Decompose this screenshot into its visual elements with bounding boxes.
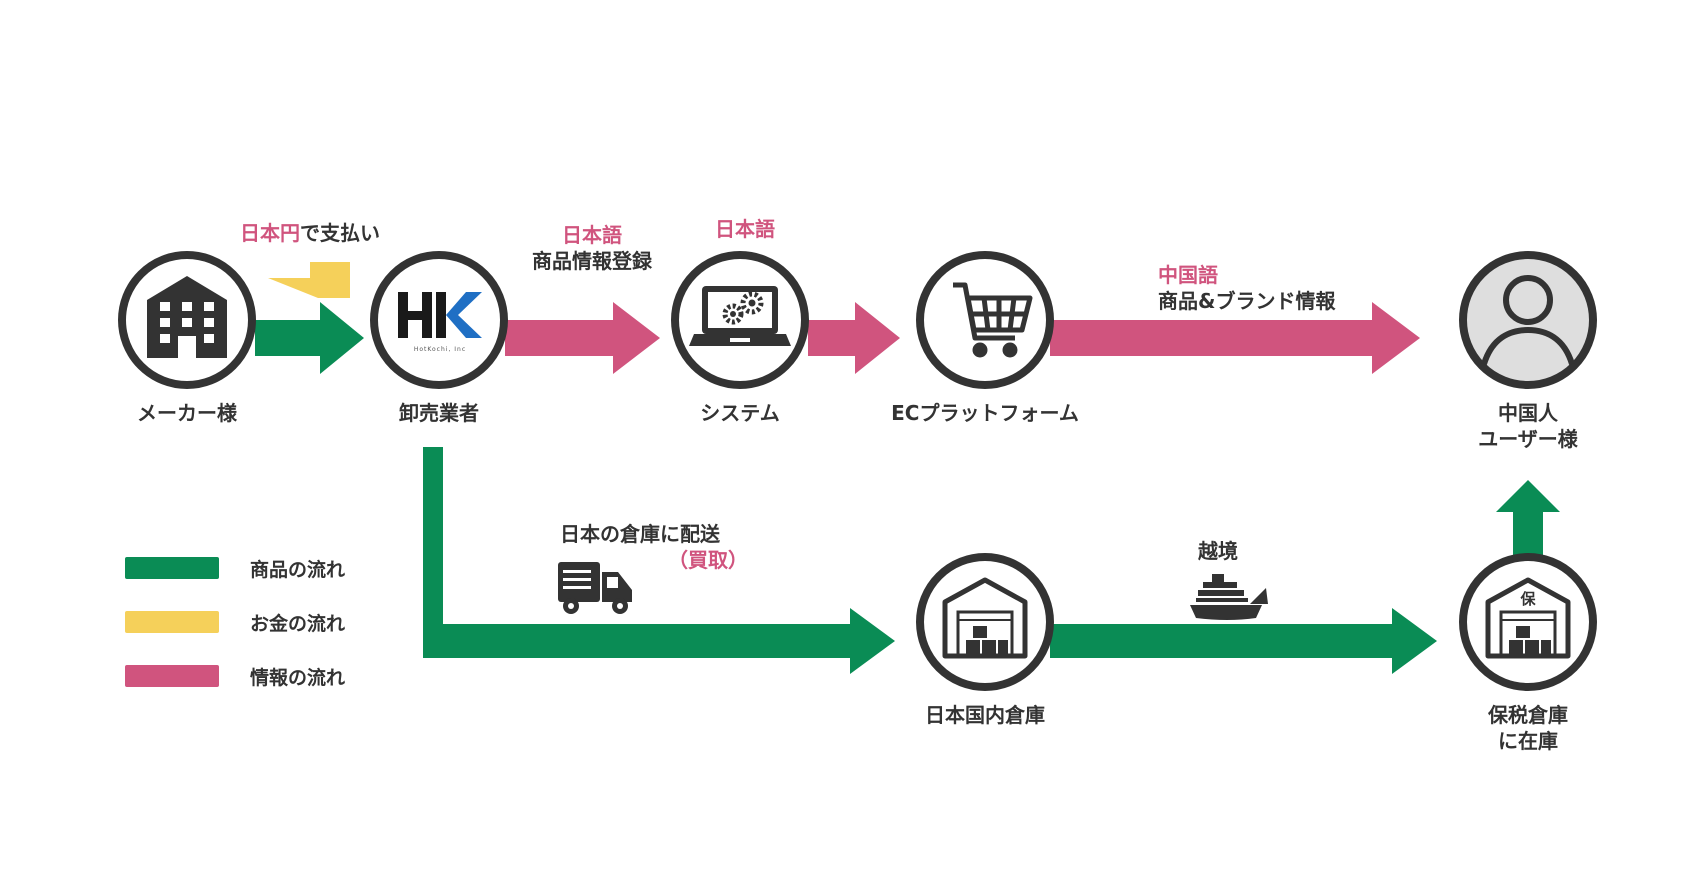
register-language: 日本語 <box>562 223 622 247</box>
legend-label-money: お金の流れ <box>250 613 346 635</box>
bonded-warehouse-label: 保税倉庫 に在庫 <box>1488 702 1568 754</box>
maker-node <box>118 251 256 389</box>
bonded-warehouse-node: 保 <box>1459 553 1597 691</box>
payment-annotation: 日本円で支払い <box>240 220 380 246</box>
system-language: 日本語 <box>715 217 775 241</box>
legend-label-info: 情報の流れ <box>250 667 346 689</box>
hk-logo: HotKochi, Inc <box>398 292 482 353</box>
truck-icon <box>558 562 632 614</box>
laptop-gears-icon <box>689 286 791 346</box>
register-text: 商品情報登録 <box>532 249 652 273</box>
building-icon <box>147 276 227 358</box>
goods-arrow-wholesaler-to-jp-warehouse <box>423 447 895 674</box>
delivery-purchase: （買取） <box>668 548 748 572</box>
legend-swatch-goods <box>125 557 219 579</box>
ec-to-user-language: 中国語 <box>1158 263 1218 287</box>
crossborder-label: 越境 <box>1198 539 1238 563</box>
legend-swatch-money <box>125 611 219 633</box>
bonded-sign-char: 保 <box>1519 590 1536 608</box>
wholesaler-label: 卸売業者 <box>399 401 479 425</box>
user-icon <box>1481 275 1575 365</box>
maker-label: メーカー様 <box>137 401 237 425</box>
hk-logo-caption: HotKochi, Inc <box>414 346 466 353</box>
warehouse-icon <box>942 577 1028 659</box>
legend-swatch-info <box>125 665 219 687</box>
ec-to-user-text: 商品&ブランド情報 <box>1158 289 1336 313</box>
delivery-text: 日本の倉庫に配送 <box>560 522 720 546</box>
user-label-line1: 中国人 <box>1497 401 1558 425</box>
ec-node <box>916 251 1054 389</box>
user-label: 中国人 ユーザー様 <box>1478 400 1578 452</box>
system-node <box>671 251 809 389</box>
register-annotation: 日本語 商品情報登録 <box>532 222 652 274</box>
user-node <box>1459 251 1597 389</box>
shopping-cart-icon <box>953 282 1033 358</box>
delivery-annotation: 日本の倉庫に配送 （買取） <box>560 521 748 573</box>
system-label: システム <box>700 401 780 425</box>
jp-warehouse-label: 日本国内倉庫 <box>925 703 1045 727</box>
goods-arrow-bonded-to-user <box>1496 480 1560 556</box>
payment-currency: 日本円 <box>240 221 300 245</box>
user-label-line2: ユーザー様 <box>1478 427 1578 451</box>
bonded-warehouse-label-line2: に在庫 <box>1498 729 1558 753</box>
ec-to-user-annotation: 中国語 商品&ブランド情報 <box>1158 262 1335 314</box>
goods-arrow-jp-to-bonded-warehouse <box>1050 608 1437 674</box>
ec-label: ECプラットフォーム <box>891 401 1079 425</box>
money-arrow <box>268 262 350 298</box>
wholesaler-node: HotKochi, Inc <box>370 251 508 389</box>
info-arrow-wholesaler-to-system <box>505 302 660 374</box>
legend-label-goods: 商品の流れ <box>250 559 346 581</box>
bonded-warehouse-icon: 保 <box>1485 577 1571 659</box>
jp-warehouse-node <box>916 553 1054 691</box>
payment-text: で支払い <box>300 221 380 245</box>
bonded-warehouse-label-line1: 保税倉庫 <box>1488 703 1568 727</box>
ship-icon <box>1190 574 1268 620</box>
info-arrow-system-to-ec <box>808 302 900 374</box>
goods-arrow-maker-to-wholesaler <box>255 302 364 374</box>
info-arrow-ec-to-user <box>1050 302 1420 374</box>
